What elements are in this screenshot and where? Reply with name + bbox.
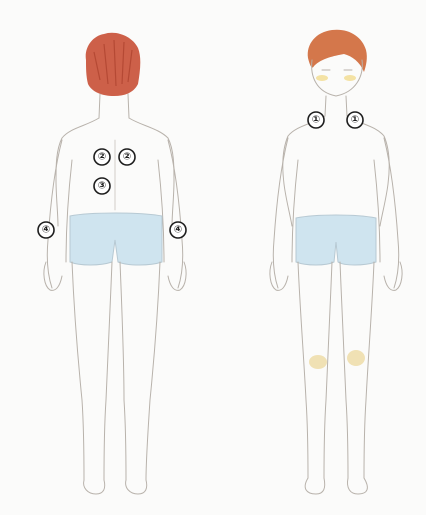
front-figure [270, 30, 402, 494]
back-shorts [70, 213, 162, 265]
back-hair [86, 33, 141, 96]
marker-1-right: ① [347, 112, 363, 128]
marker-4-right: ④ [170, 222, 186, 238]
svg-text:②: ② [123, 152, 131, 163]
marker-4-left: ④ [38, 222, 54, 238]
marker-2-right: ② [119, 149, 135, 165]
svg-text:③: ③ [98, 181, 106, 192]
back-figure [44, 33, 186, 494]
front-shorts [296, 215, 376, 265]
front-hair [308, 30, 367, 72]
marker-2-left: ② [94, 149, 110, 165]
knee-mark-left [309, 355, 327, 369]
svg-text:②: ② [98, 152, 106, 163]
svg-text:①: ① [312, 115, 320, 126]
knee-mark-right [347, 350, 365, 366]
marker-1-left: ① [308, 112, 324, 128]
svg-text:①: ① [351, 115, 359, 126]
marker-3: ③ [94, 178, 110, 194]
svg-text:④: ④ [174, 225, 182, 236]
svg-text:④: ④ [42, 225, 50, 236]
cheek-left [316, 75, 328, 81]
cheek-right [344, 75, 356, 81]
